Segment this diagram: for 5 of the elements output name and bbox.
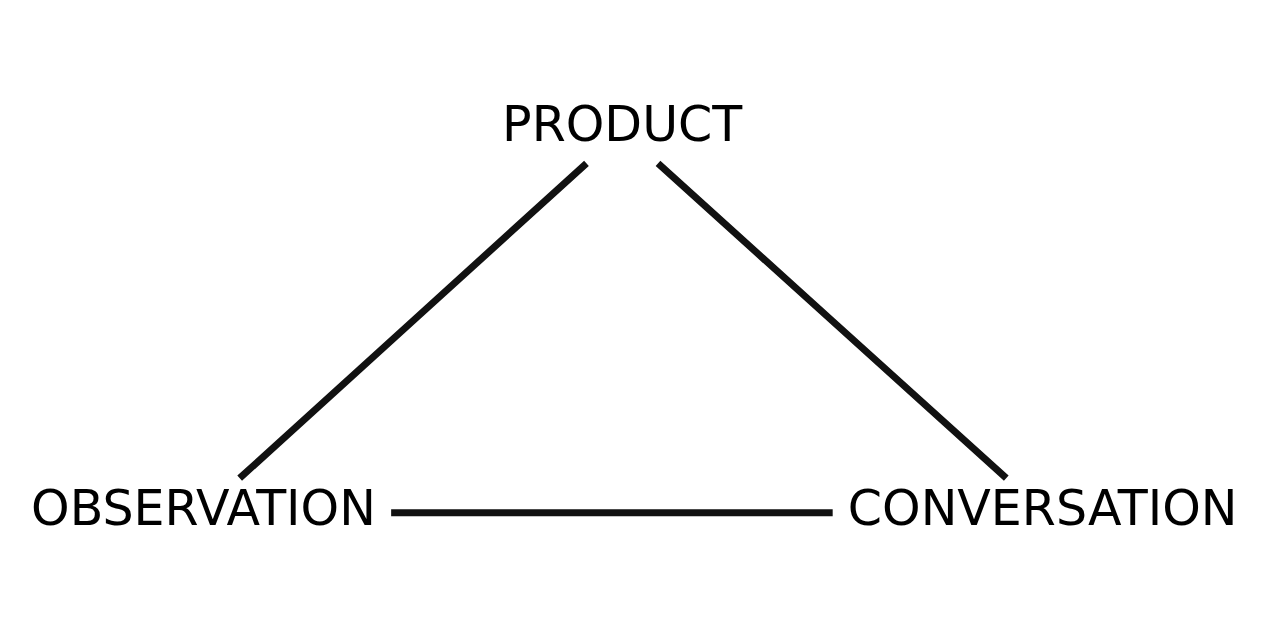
node-text: OBSERVATION xyxy=(31,478,376,537)
node-text: CONVERSATION xyxy=(847,478,1238,537)
connector xyxy=(237,160,589,481)
connector xyxy=(655,160,1009,481)
node-text: PRODUCT xyxy=(502,95,743,154)
